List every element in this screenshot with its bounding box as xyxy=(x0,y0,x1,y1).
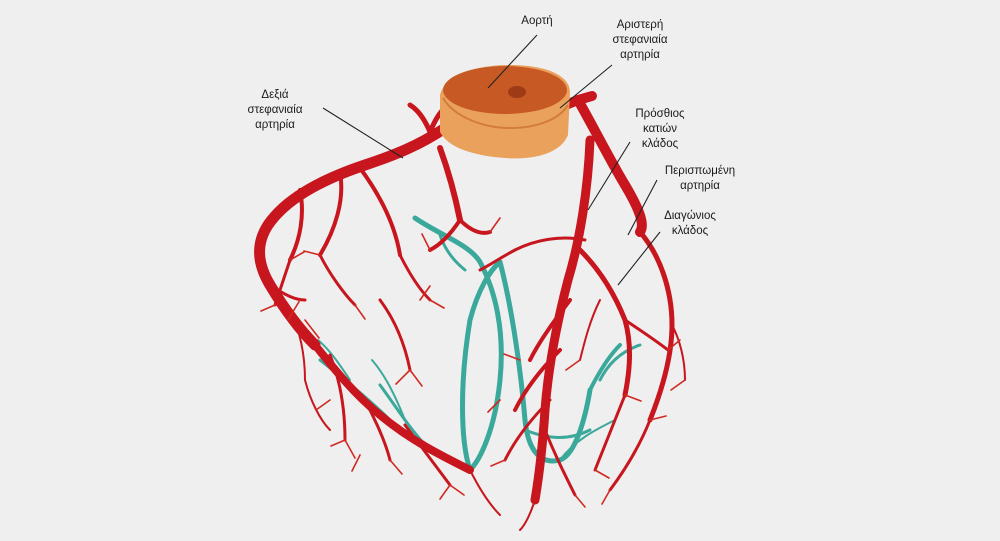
label-diagonal-line2: κλάδος xyxy=(671,225,709,237)
label-aorta-line1: Αορτή xyxy=(521,15,553,27)
label-circumflex-line2: αρτηρία xyxy=(680,180,720,192)
label-diagonal-line1: Διαγώνιος xyxy=(664,210,716,222)
leader-left-coronary xyxy=(559,64,613,109)
label-aorta: Αορτή xyxy=(512,14,562,29)
label-circumflex-line1: Περισπωμένη xyxy=(664,165,736,177)
small-arterial-branches xyxy=(260,217,686,508)
label-left-coronary-line2: στεφανιαία xyxy=(612,34,668,46)
label-left-coronary-line1: Αριστερή xyxy=(616,19,664,31)
label-anterior-descending-line2: κατιών xyxy=(642,123,678,135)
leader-circumflex xyxy=(627,179,658,236)
label-right-coronary-line3: αρτηρία xyxy=(255,119,295,131)
label-right-coronary-line2: στεφανιαία xyxy=(247,104,303,116)
label-circumflex-artery: Περισπωμένη αρτηρία xyxy=(655,164,745,194)
leader-aorta xyxy=(487,34,538,89)
label-diagonal-branch: Διαγώνιος κλάδος xyxy=(650,209,730,239)
leader-right-coronary xyxy=(322,107,404,159)
label-right-coronary-line1: Δεξιά xyxy=(261,89,289,101)
aorta-illustration xyxy=(440,65,570,159)
label-right-coronary-artery: Δεξιά στεφανιαία αρτηρία xyxy=(230,88,320,133)
label-left-coronary-artery: Αριστερή στεφανιαία αρτηρία xyxy=(600,18,680,63)
label-anterior-descending-line3: κλάδος xyxy=(641,138,679,150)
leader-diagonal xyxy=(617,231,661,286)
coronary-veins xyxy=(317,215,642,473)
label-anterior-descending-branch: Πρόσθιος κατιών κλάδος xyxy=(620,107,700,152)
leader-anterior-descending xyxy=(587,141,631,211)
label-left-coronary-line3: αρτηρία xyxy=(620,49,660,61)
coronary-arteries xyxy=(254,91,686,531)
label-anterior-descending-line1: Πρόσθιος xyxy=(635,108,685,120)
